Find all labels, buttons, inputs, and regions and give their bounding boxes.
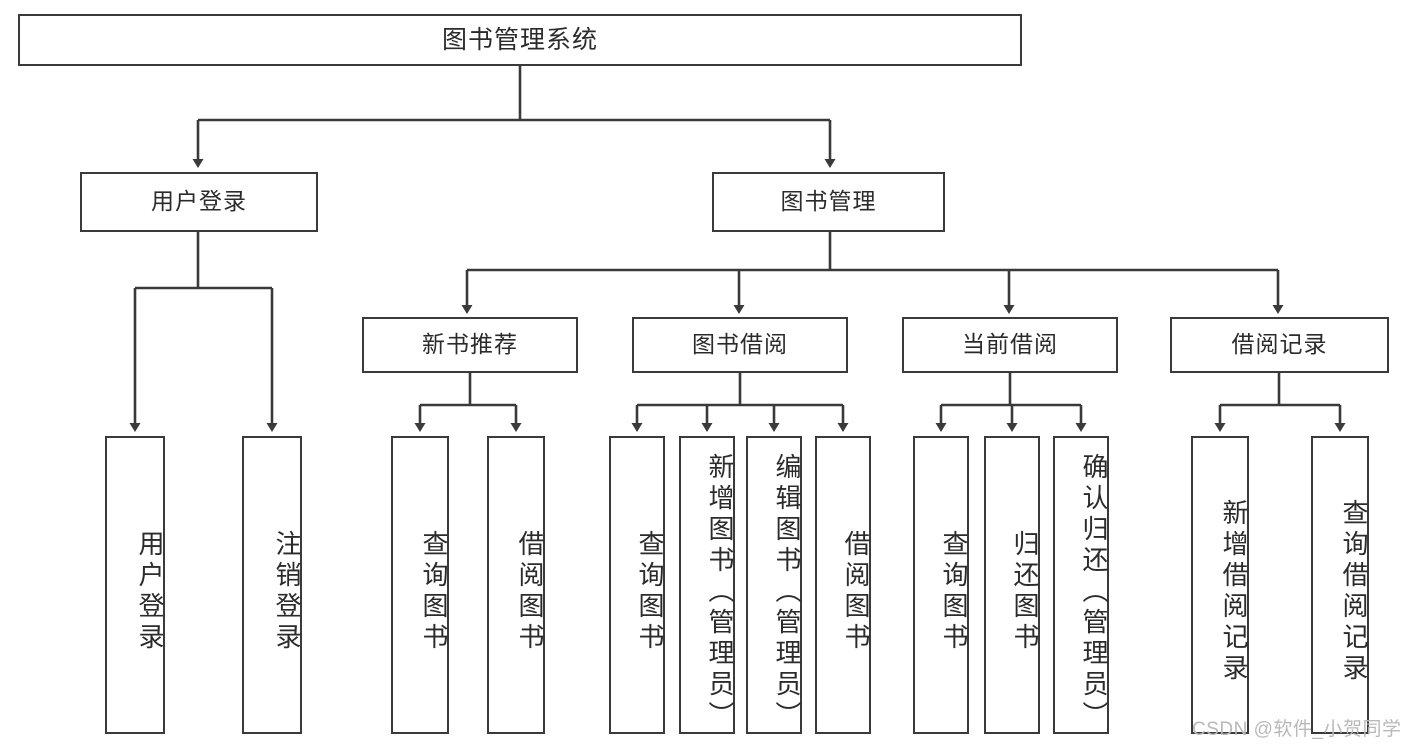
node-leaf-label: 查询图书 [419,530,449,654]
node-user-login-label: 用户登录 [151,188,247,215]
node-leaf-logout[interactable]: 注销登录 [242,436,302,734]
node-leaf-query-book-cb[interactable]: 查询图书 [913,436,969,734]
node-leaf-label: 查询图书 [635,530,665,654]
node-leaf-label: 归还图书 [1010,530,1040,654]
node-leaf-confirm-return-admin[interactable]: 确认归还（管理员） [1053,436,1109,734]
node-new-book-recommend[interactable]: 新书推荐 [362,317,578,373]
node-borrow-record-label: 借阅记录 [1231,331,1328,358]
node-root-label: 图书管理系统 [441,26,598,54]
node-leaf-label: 用户登录 [135,530,165,654]
node-book-management-label: 图书管理 [780,188,877,215]
node-leaf-label: 查询图书 [939,530,969,654]
node-leaf-borrow-book-bb[interactable]: 借阅图书 [815,436,871,734]
node-new-book-recommend-label: 新书推荐 [422,331,518,358]
node-leaf-label: 查询借阅记录 [1339,499,1369,685]
node-leaf-borrow-book-nbr[interactable]: 借阅图书 [487,436,545,734]
node-leaf-add-borrow-record[interactable]: 新增借阅记录 [1191,436,1249,734]
node-leaf-label: 新增图书（管理员） [705,452,735,732]
node-leaf-query-book-nbr[interactable]: 查询图书 [391,436,449,734]
node-leaf-label: 借阅图书 [515,530,545,654]
node-leaf-user-login[interactable]: 用户登录 [105,436,165,734]
node-leaf-query-borrow-record[interactable]: 查询借阅记录 [1311,436,1369,734]
node-current-borrow-label: 当前借阅 [962,331,1058,358]
node-leaf-edit-book-admin[interactable]: 编辑图书（管理员） [746,436,802,734]
node-leaf-label: 确认归还（管理员） [1079,452,1109,732]
node-borrow-record[interactable]: 借阅记录 [1170,317,1389,373]
node-root-system[interactable]: 图书管理系统 [18,14,1022,66]
node-book-management[interactable]: 图书管理 [712,172,945,232]
node-leaf-query-book-bb[interactable]: 查询图书 [609,436,665,734]
node-user-login[interactable]: 用户登录 [80,172,318,232]
node-leaf-label: 新增借阅记录 [1219,499,1249,685]
node-book-borrow[interactable]: 图书借阅 [632,317,848,373]
node-leaf-label: 注销登录 [272,530,302,654]
node-leaf-return-book[interactable]: 归还图书 [984,436,1040,734]
node-leaf-add-book-admin[interactable]: 新增图书（管理员） [679,436,735,734]
node-leaf-label: 编辑图书（管理员） [772,452,802,732]
node-book-borrow-label: 图书借阅 [692,331,788,358]
node-current-borrow[interactable]: 当前借阅 [902,317,1118,373]
node-leaf-label: 借阅图书 [841,530,871,654]
